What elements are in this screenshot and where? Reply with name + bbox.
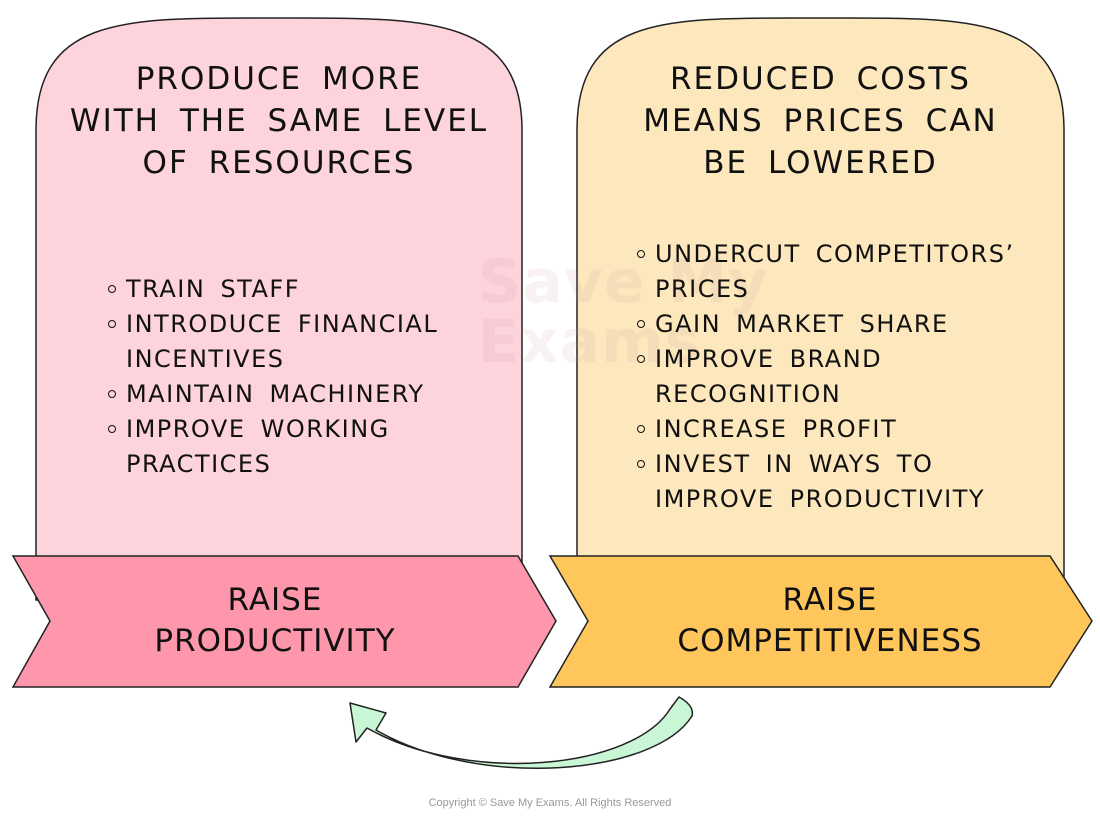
right-heading-line: MEANS PRICES CAN [643, 103, 998, 139]
right-list: UNDERCUT COMPETITORS’ PRICES GAIN MARKET… [635, 237, 1045, 517]
watermark-line: Exams [478, 307, 702, 377]
list-item: UNDERCUT COMPETITORS’ PRICES [635, 237, 1045, 307]
watermark: Save My Exams [478, 252, 768, 372]
left-list: TRAIN STAFF INTRODUCE FINANCIAL INCENTIV… [106, 272, 466, 482]
list-item: INVEST IN WAYS TO IMPROVE PRODUCTIVITY [635, 447, 1045, 517]
right-banner-line: COMPETITIVENESS [677, 623, 983, 659]
watermark-line: Save My [478, 247, 769, 317]
list-item: TRAIN STAFF [106, 272, 466, 307]
left-banner-line: PRODUCTIVITY [154, 623, 396, 659]
right-heading-line: BE LOWERED [703, 145, 938, 181]
list-item: IMPROVE BRAND RECOGNITION [635, 342, 1045, 412]
right-heading-line: REDUCED COSTS [670, 61, 971, 97]
left-banner [11, 555, 557, 688]
left-heading-line: OF RESOURCES [142, 145, 416, 181]
list-item: MAINTAIN MACHINERY [106, 377, 466, 412]
right-banner [548, 555, 1093, 688]
right-banner-line: RAISE [782, 582, 878, 618]
right-panel [576, 17, 1065, 601]
left-banner-label: RAISE PRODUCTIVITY [40, 580, 510, 662]
list-item: GAIN MARKET SHARE [635, 307, 1045, 342]
left-heading-line: PRODUCE MORE [135, 61, 423, 97]
copyright-notice: Copyright © Save My Exams. All Rights Re… [428, 797, 672, 809]
left-heading-line: WITH THE SAME LEVEL [69, 103, 489, 139]
left-banner-line: RAISE [227, 582, 323, 618]
list-item: INTRODUCE FINANCIAL INCENTIVES [106, 307, 466, 377]
list-item: IMPROVE WORKING PRACTICES [106, 412, 466, 482]
curved-arrow-icon [349, 696, 694, 770]
left-panel [35, 17, 523, 601]
right-heading: REDUCED COSTS MEANS PRICES CAN BE LOWERE… [577, 58, 1064, 184]
right-banner-label: RAISE COMPETITIVENESS [580, 580, 1080, 662]
left-heading: PRODUCE MORE WITH THE SAME LEVEL OF RESO… [36, 58, 522, 184]
list-item: INCREASE PROFIT [635, 412, 1045, 447]
